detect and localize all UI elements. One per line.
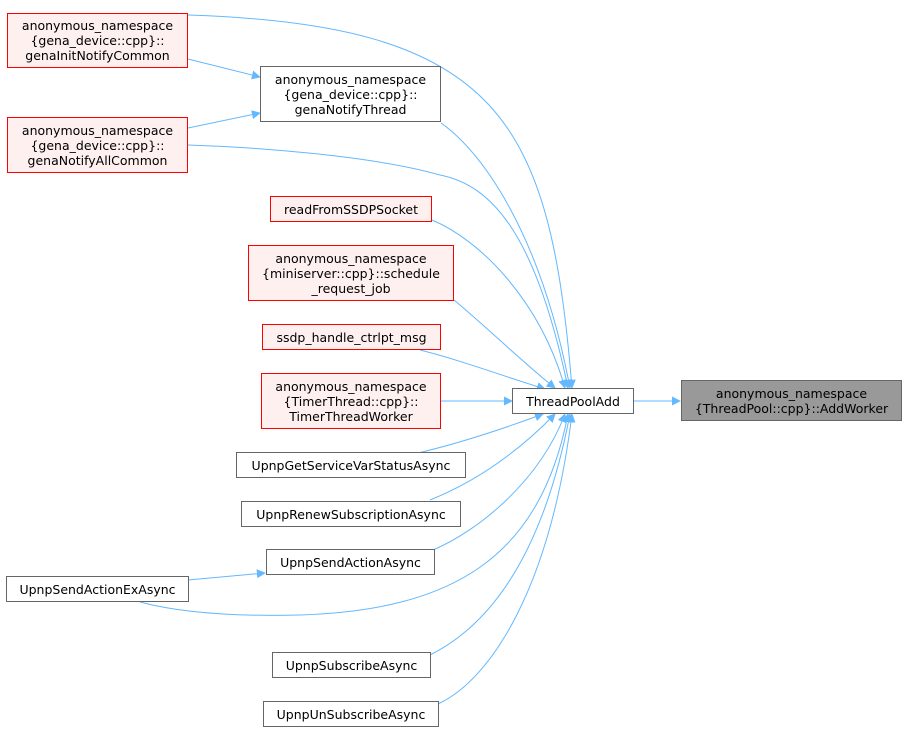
edge-threadpooladd-getvar <box>417 412 544 454</box>
edge-genathread-genaall <box>187 110 261 129</box>
node-add-worker: anonymous_namespace {ThreadPool::cpp}::A… <box>681 380 902 421</box>
node-line: anonymous_namespace <box>21 18 174 33</box>
node-line: anonymous_namespace <box>715 385 868 401</box>
node-upnp-subscribe-async[interactable]: UpnpSubscribeAsync <box>272 652 431 678</box>
node-upnp-renew-subscription-async[interactable]: UpnpRenewSubscriptionAsync <box>241 501 461 527</box>
edge-threadpooladd-sendaction <box>432 413 567 551</box>
node-line: UpnpSendActionExAsync <box>19 581 176 597</box>
node-line: _request_job <box>311 280 391 296</box>
node-line: {gena_device::cpp}:: <box>30 33 165 48</box>
edge-genathread-genainit <box>187 58 261 80</box>
node-upnp-get-service-var-status-async[interactable]: UpnpGetServiceVarStatusAsync <box>236 452 466 478</box>
node-line: anonymous_namespace <box>275 378 427 394</box>
node-line: anonymous_namespace <box>21 122 174 138</box>
node-gena-notify-all-common[interactable]: anonymous_namespace {gena_device::cpp}::… <box>7 117 188 173</box>
node-line: genaNotifyAllCommon <box>27 152 168 168</box>
node-thread-pool-add[interactable]: ThreadPoolAdd <box>512 388 634 414</box>
node-line: UpnpGetServiceVarStatusAsync <box>251 457 451 473</box>
node-upnp-send-action-async[interactable]: UpnpSendActionAsync <box>266 549 435 575</box>
node-line: ssdp_handle_ctrlpt_msg <box>276 329 427 345</box>
node-line: UpnpSubscribeAsync <box>285 657 418 673</box>
node-read-from-ssdp-socket[interactable]: readFromSSDPSocket <box>270 196 432 222</box>
node-timer-thread-worker[interactable]: anonymous_namespace {TimerThread::cpp}::… <box>261 373 441 429</box>
edge-threadpooladd-schedule <box>453 299 556 389</box>
edge-threadpooladd-readssdp <box>431 219 568 389</box>
node-line: {gena_device::cpp}:: <box>283 86 418 102</box>
node-line: genaInitNotifyCommon <box>25 48 170 63</box>
edge-threadpooladd-genathread <box>440 122 573 389</box>
edge-threadpooladd-genainit <box>187 14 576 389</box>
node-upnp-unsubscribe-async[interactable]: UpnpUnSubscribeAsync <box>263 701 439 727</box>
node-gena-init-notify-common[interactable]: anonymous_namespace {gena_device::cpp}::… <box>7 13 188 68</box>
edge-threadpooladd-renew <box>429 413 556 501</box>
edge-threadpooladd-genaall <box>187 144 571 389</box>
node-line: genaNotifyThread <box>294 101 407 117</box>
node-line: readFromSSDPSocket <box>284 201 418 217</box>
edge-threadpooladd-subscribe <box>429 413 573 656</box>
node-ssdp-handle-ctrlpt-msg[interactable]: ssdp_handle_ctrlpt_msg <box>262 324 441 350</box>
node-schedule-request-job[interactable]: anonymous_namespace {miniserver::cpp}::s… <box>248 245 454 301</box>
node-line: {gena_device::cpp}:: <box>30 137 165 153</box>
node-upnp-send-action-ex-async[interactable]: UpnpSendActionExAsync <box>6 576 189 602</box>
node-line: UpnpUnSubscribeAsync <box>276 706 426 722</box>
edge-threadpooladd-unsubscribe <box>437 413 576 705</box>
node-line: {miniserver::cpp}::schedule <box>262 265 440 281</box>
node-line: UpnpSendActionAsync <box>280 554 421 570</box>
node-line: anonymous_namespace <box>275 250 427 266</box>
node-line: UpnpRenewSubscriptionAsync <box>256 506 446 522</box>
edge-sendaction-sendactionex <box>187 569 266 581</box>
edge-threadpooladd-sendactionex <box>139 413 571 616</box>
node-line: anonymous_namespace <box>274 71 427 87</box>
node-gena-notify-thread[interactable]: anonymous_namespace {gena_device::cpp}::… <box>260 66 441 122</box>
node-line: {ThreadPool::cpp}::AddWorker <box>694 400 889 416</box>
node-line: ThreadPoolAdd <box>526 393 620 409</box>
node-line: TimerThreadWorker <box>289 408 413 424</box>
node-line: {TimerThread::cpp}:: <box>283 393 419 409</box>
edge-threadpooladd-ssdpctrlpt <box>419 349 546 391</box>
